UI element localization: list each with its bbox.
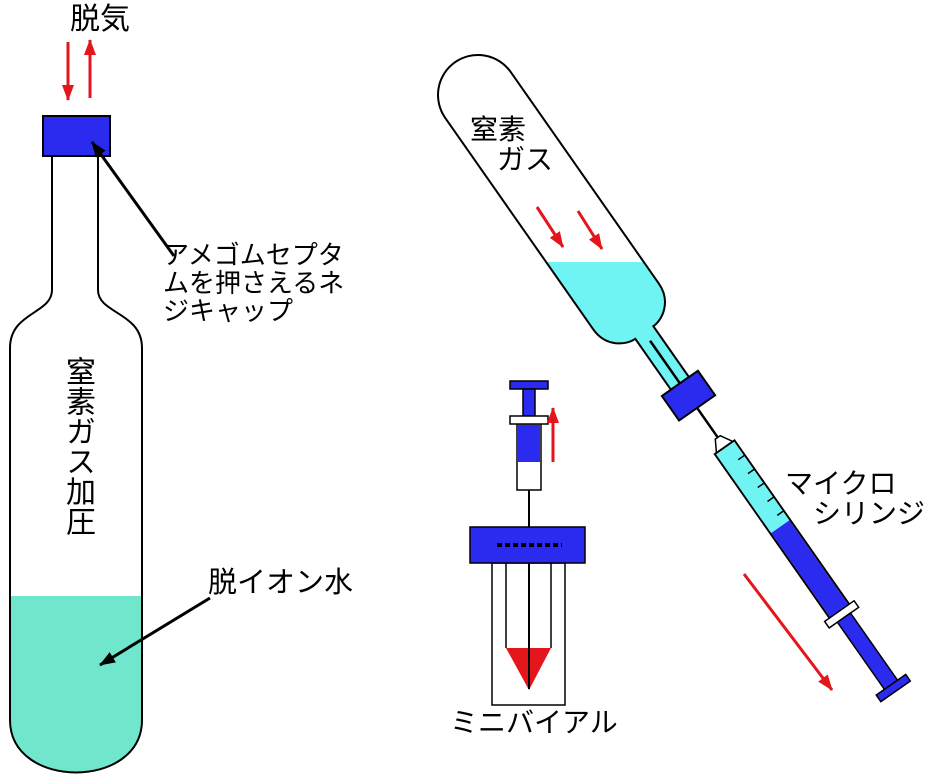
graduation-tick [776,510,785,517]
screw-cap [42,115,111,157]
gas-flow-arrow [576,210,604,250]
minivial-label: ミニバイアル [450,706,618,739]
septum-cap-label-line: アメゴムセプタ [163,241,344,271]
syringe-withdraw-arrow [742,573,834,691]
vial-syringe-plunger-rod [522,388,536,418]
cap-leader-arrow [90,141,176,257]
vial-syringe-plunger-head [518,425,540,462]
syringe-plunger-head [771,520,849,619]
degas-label: 脱気 [70,2,130,37]
vial-septum-cap [469,526,586,564]
septum-cap-label-line: ムを押さえるネ [163,269,345,299]
septum-cap-label-line: ジキャップ [163,297,294,327]
graduation-tick [767,496,775,503]
water-leader-arrow [99,596,211,667]
tube-septum [660,369,717,422]
bottle-outline [9,156,143,774]
pressurized-bottle [9,115,143,774]
tube-gas-label-line: 窒素 [470,113,527,146]
vial-syringe-flange [509,415,549,425]
graduation-tick [757,482,765,489]
graduation-tick [747,468,755,475]
microsyringe-label-line: シリンジ [813,497,926,530]
gas-tube-outline [437,54,691,392]
tube-and-syringe [437,54,912,703]
minivial-assembly [469,380,586,706]
syringe-plunger-rod [836,611,900,693]
deionized-water-label: 脱イオン水 [208,565,354,599]
syringe-plunger-cap [875,673,912,703]
gas-flow-arrow [535,206,565,248]
microsyringe-label-line: マイクロ [785,467,897,500]
bottle-gas-label: 窒素ガス加圧 [60,356,95,536]
vial-syringe-plunger-cap [509,380,549,390]
deionized-water [10,596,142,773]
microsyringe [713,434,912,703]
syringe-graduations [737,454,785,517]
tube-gas-label-line: ガス [497,143,554,176]
graduation-tick [737,454,746,461]
syringe-liquid [716,441,790,534]
